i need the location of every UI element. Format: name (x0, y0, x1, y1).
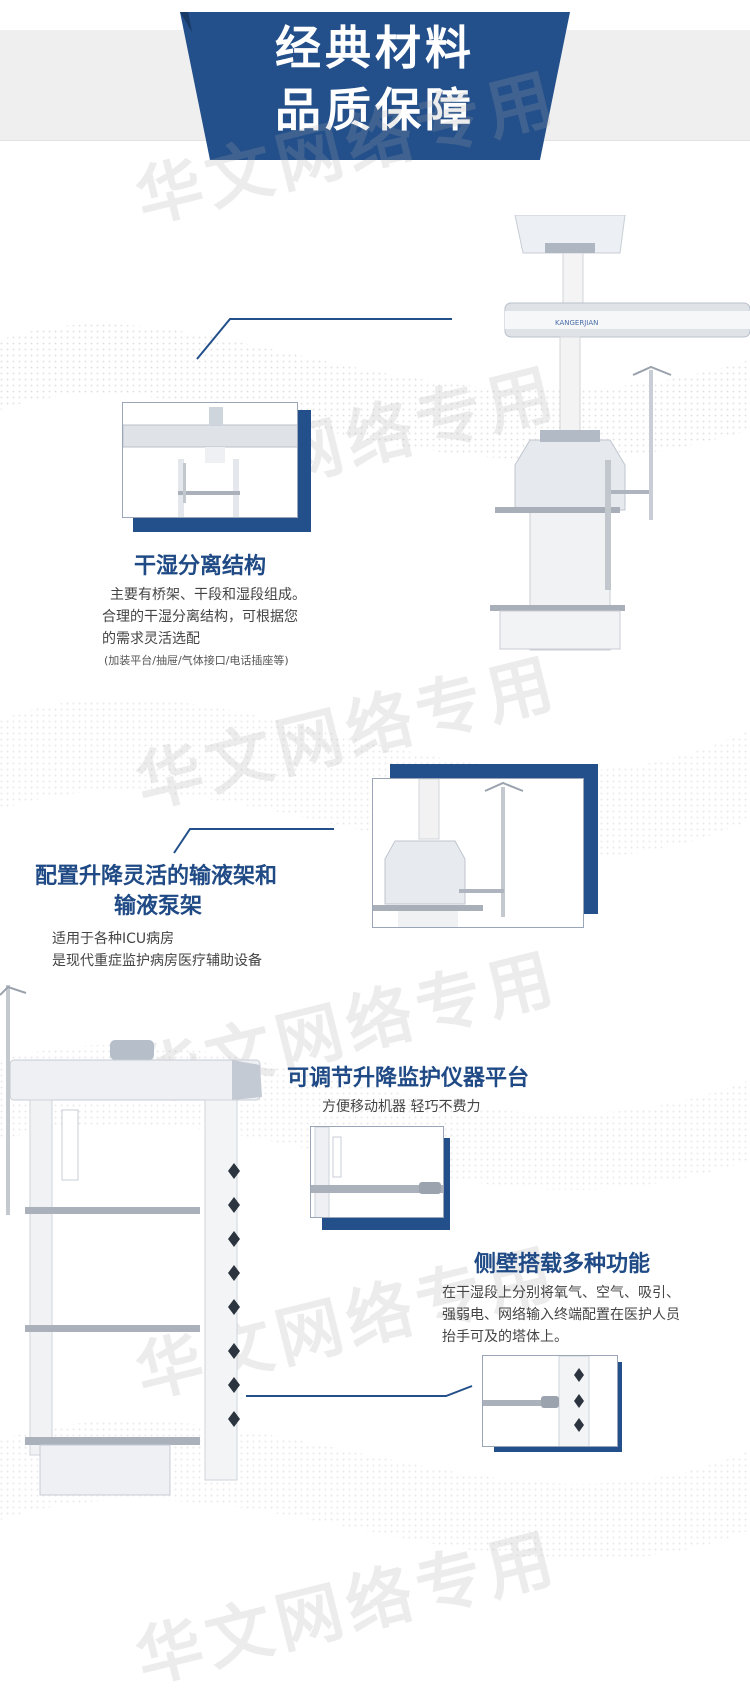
monitor-platform-detail-image (310, 1126, 444, 1218)
brand-label: KANGERJIAN (555, 319, 598, 327)
connector-line (173, 828, 334, 854)
side-wall-detail-image (482, 1355, 618, 1447)
connector-line (246, 1385, 473, 1397)
feature-desc-line: 是现代重症监护病房医疗辅助设备 (52, 953, 262, 969)
feature-title: 侧壁搭载多种功能 (474, 1252, 651, 1277)
feature-title-line2: 输液泵架 (114, 894, 203, 919)
header-banner-shape (180, 12, 570, 160)
ceiling-pendant-image: KANGERJIAN (490, 215, 750, 651)
feature-title: 干湿分离结构 (134, 554, 267, 579)
feature-note: (加装平台/抽屉/气体接口/电话插座等) (104, 654, 289, 667)
feature-desc-line: 抬手可及的塔体上。 (442, 1329, 568, 1345)
feature-desc-line: 主要有桥架、干段和湿段组成。 (110, 587, 306, 603)
bridge-detail-image (122, 402, 298, 518)
banner-title-line1: 经典材料 (275, 21, 475, 75)
banner-title-line2: 品质保障 (275, 83, 475, 137)
feature-desc-line: 合理的干湿分离结构，可根据您 (102, 609, 298, 625)
feature-title: 可调节升降监护仪器平台 (287, 1066, 530, 1091)
column-tower-image (0, 985, 262, 1496)
feature-desc-line: 方便移动机器 轻巧不费力 (322, 1099, 481, 1115)
connector-line (196, 318, 452, 360)
feature-desc-line: 适用于各种ICU病房 (52, 931, 175, 947)
feature-desc-line: 强弱电、网络输入终端配置在医护人员 (442, 1307, 680, 1323)
feature-desc-line: 的需求灵活选配 (102, 631, 200, 647)
feature-title-line1: 配置升降灵活的输液架和 (35, 864, 278, 889)
feature-desc-line: 在干湿段上分别将氧气、空气、吸引、 (442, 1285, 680, 1301)
iv-pole-detail-image (372, 778, 584, 928)
